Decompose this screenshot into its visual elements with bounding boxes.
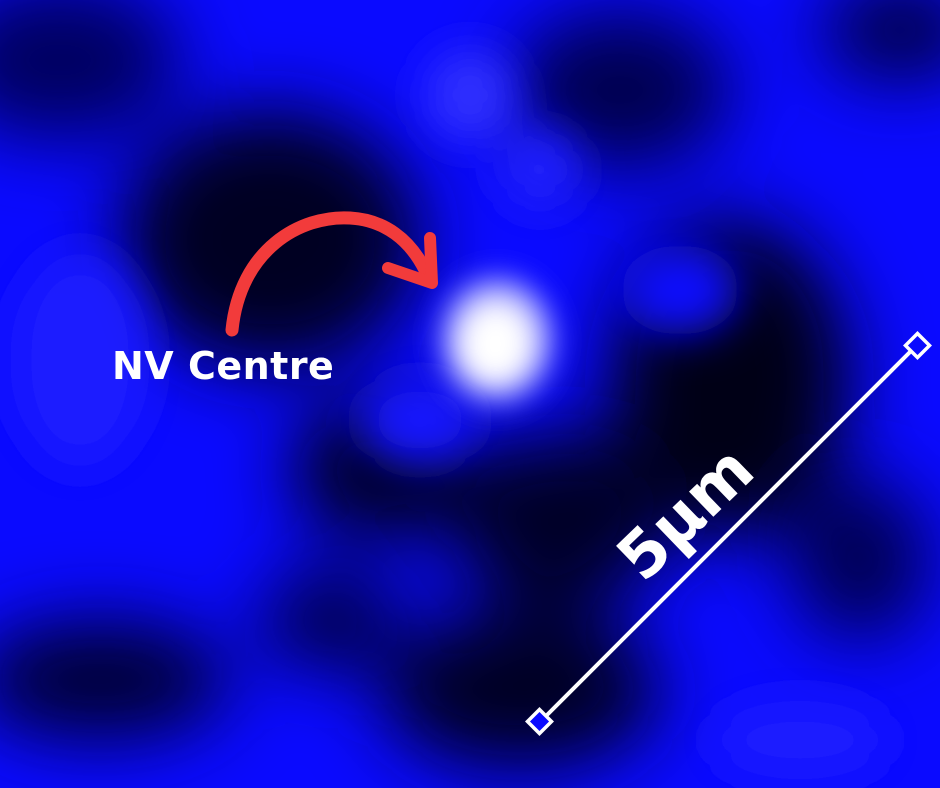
nv-centre-label: NV Centre bbox=[112, 344, 335, 388]
scale-bar-end-marker bbox=[525, 707, 554, 736]
nv-centre-spot bbox=[425, 260, 569, 420]
curved-arrow-icon bbox=[225, 211, 438, 337]
scale-bar bbox=[525, 331, 932, 736]
bright-regions bbox=[10, 50, 890, 780]
scale-bar-end-marker bbox=[903, 331, 932, 360]
